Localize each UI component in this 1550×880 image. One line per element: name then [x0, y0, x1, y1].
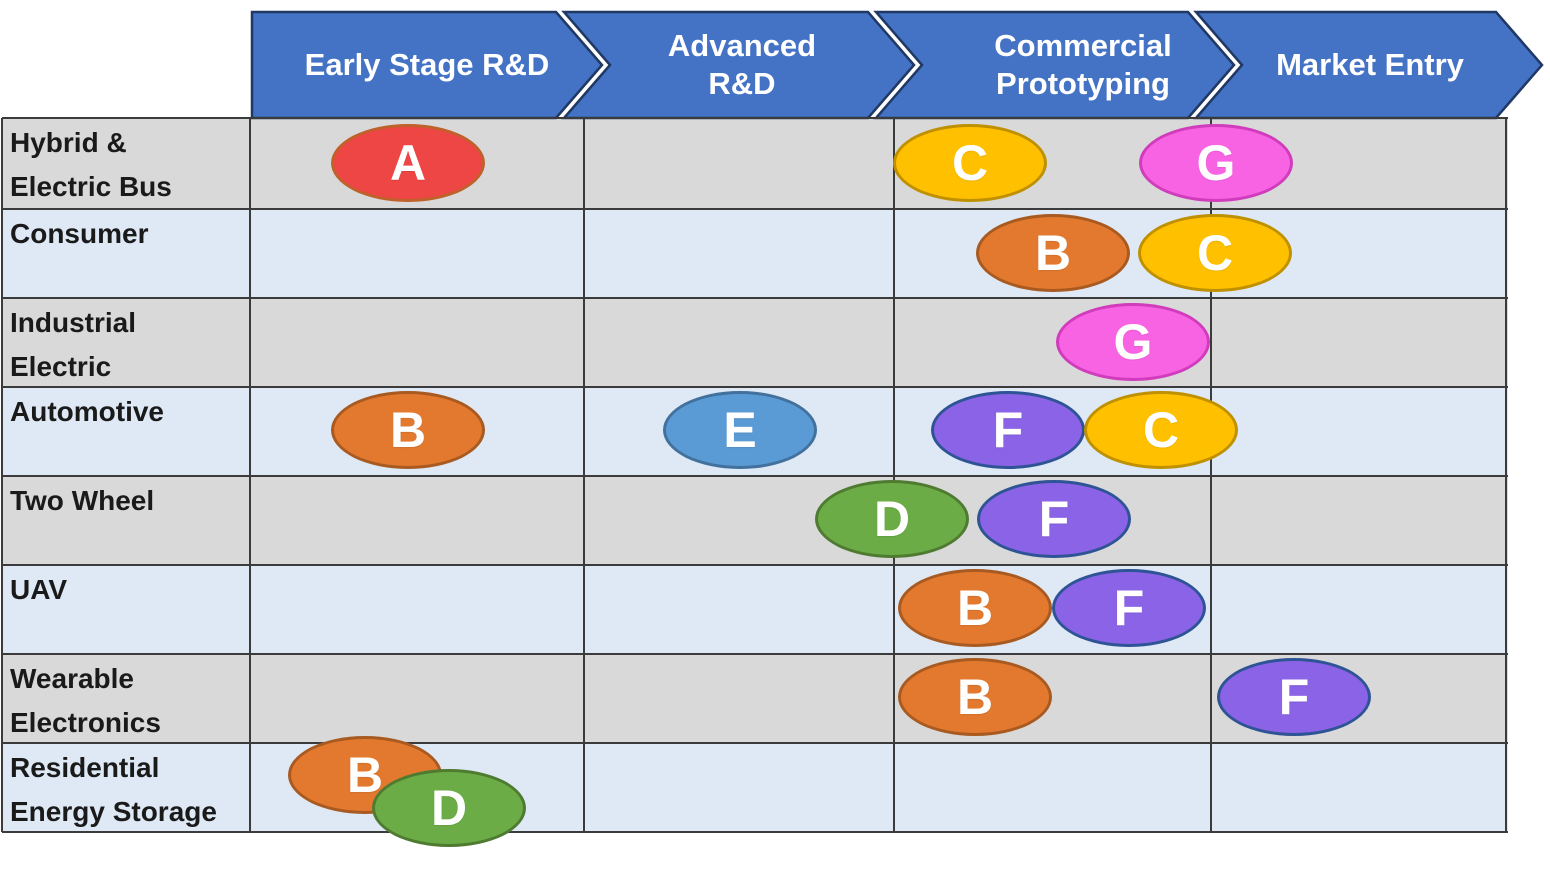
- row-label: UAV: [10, 574, 68, 605]
- grid-hline: [2, 386, 1508, 388]
- stage-arrow-early-stage-rd: [250, 10, 604, 120]
- row-two-wheel: Two Wheel: [2, 476, 1508, 565]
- marker-e-automotive: E: [663, 391, 817, 469]
- grid-vline: [1210, 118, 1212, 832]
- stage-label-line: Commercial: [994, 28, 1172, 63]
- marker-f-uav: F: [1052, 569, 1206, 647]
- marker-f-automotive: F: [931, 391, 1085, 469]
- marker-f-two-wheel: F: [977, 480, 1131, 558]
- marker-g-hybrid-electric-bus: G: [1139, 124, 1293, 202]
- stage-label-line: R&D: [708, 66, 776, 101]
- marker-f-wearable-electronics: F: [1217, 658, 1371, 736]
- marker-c-consumer: C: [1138, 214, 1292, 292]
- row-label: Hybrid & Electric Bus: [10, 127, 172, 202]
- stage-label-line: Early Stage R&D: [304, 47, 550, 82]
- marker-b-wearable-electronics: B: [898, 658, 1052, 736]
- grid-vline: [1505, 118, 1507, 832]
- row-label: Wearable Electronics: [10, 663, 161, 738]
- stage-label-advanced-rd: Advanced R&D: [592, 12, 892, 118]
- grid-hline: [2, 831, 1508, 833]
- row-label: Residential Energy Storage: [10, 752, 217, 827]
- row-industrial-electric: Industrial Electric: [2, 298, 1508, 387]
- grid-vline: [583, 118, 585, 832]
- grid-hline: [2, 208, 1508, 210]
- marker-d-residential-energy-storage: D: [372, 769, 526, 847]
- stage-label-commercial-prototyping: Commercial Prototyping: [923, 12, 1243, 118]
- grid-vline: [249, 118, 251, 832]
- grid-hline: [2, 653, 1508, 655]
- marker-a-hybrid-electric-bus: A: [331, 124, 485, 202]
- stage-header-arrows: [250, 10, 1544, 120]
- grid-hline: [2, 475, 1508, 477]
- grid-hline: [2, 297, 1508, 299]
- marker-d-two-wheel: D: [815, 480, 969, 558]
- grid-hline: [2, 742, 1508, 744]
- row-label: Industrial Electric: [10, 307, 137, 382]
- grid-hline: [2, 117, 1508, 119]
- grid-hline: [2, 564, 1508, 566]
- row-label: Consumer: [10, 218, 149, 249]
- stage-label-line: Prototyping: [996, 66, 1170, 101]
- marker-c-hybrid-electric-bus: C: [893, 124, 1047, 202]
- marker-b-automotive: B: [331, 391, 485, 469]
- stage-label-line: Market Entry: [1276, 47, 1464, 82]
- row-label: Automotive: [10, 396, 164, 427]
- grid-vline: [1, 118, 3, 832]
- marker-b-uav: B: [898, 569, 1052, 647]
- marker-g-industrial-electric: G: [1056, 303, 1210, 381]
- stage-label-market-entry: Market Entry: [1220, 12, 1520, 118]
- marker-b-consumer: B: [976, 214, 1130, 292]
- row-residential-energy-storage: Residential Energy Storage: [2, 743, 1508, 832]
- row-uav: UAV: [2, 565, 1508, 654]
- marker-c-automotive: C: [1084, 391, 1238, 469]
- grid-vline: [893, 118, 895, 832]
- stage-label-early-stage-rd: Early Stage R&D: [262, 12, 592, 118]
- row-label: Two Wheel: [10, 485, 155, 516]
- stage-label-line: Advanced: [667, 28, 817, 63]
